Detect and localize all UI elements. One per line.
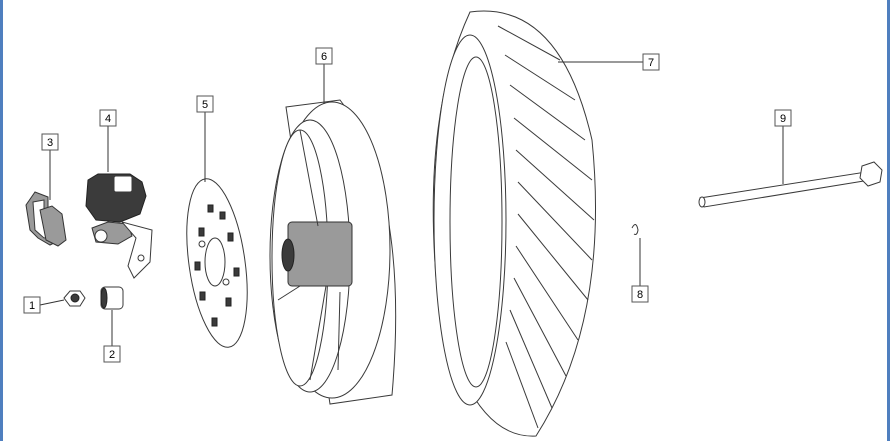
part-1-flange-nut[interactable]: [63, 290, 86, 307]
part-9-axle[interactable]: [698, 161, 883, 208]
callout-3[interactable]: 3: [41, 133, 59, 151]
callout-4[interactable]: 4: [99, 109, 117, 127]
part-8-clip[interactable]: [631, 224, 639, 235]
part-4-brake-caliper[interactable]: [85, 173, 153, 279]
callout-7-label: 7: [648, 57, 654, 69]
callout-5[interactable]: 5: [196, 95, 214, 113]
part-7-tyre[interactable]: [432, 10, 596, 437]
callout-6[interactable]: 6: [315, 47, 333, 65]
part-5-brake-disc[interactable]: [177, 175, 256, 351]
part-6-wheel-rim[interactable]: [269, 99, 397, 405]
callout-4-label: 4: [105, 113, 111, 125]
callout-3-label: 3: [47, 137, 53, 149]
part-2-spacer[interactable]: [100, 286, 124, 310]
callout-1-label: 1: [29, 300, 35, 312]
window-frame-left: [0, 0, 3, 441]
callout-9-label: 9: [780, 113, 786, 125]
callout-5-label: 5: [202, 99, 208, 111]
callout-2[interactable]: 2: [103, 345, 121, 363]
callout-7[interactable]: 7: [642, 53, 660, 71]
callout-6-label: 6: [321, 51, 327, 63]
callout-8[interactable]: 8: [631, 285, 649, 303]
part-3-brake-pads[interactable]: [25, 191, 67, 247]
callout-9[interactable]: 9: [774, 109, 792, 127]
callout-1[interactable]: 1: [23, 296, 41, 314]
callout-8-label: 8: [637, 289, 643, 301]
callout-2-label: 2: [109, 349, 115, 361]
leader-lines: [39, 61, 784, 346]
window-frame-right: [887, 0, 890, 441]
